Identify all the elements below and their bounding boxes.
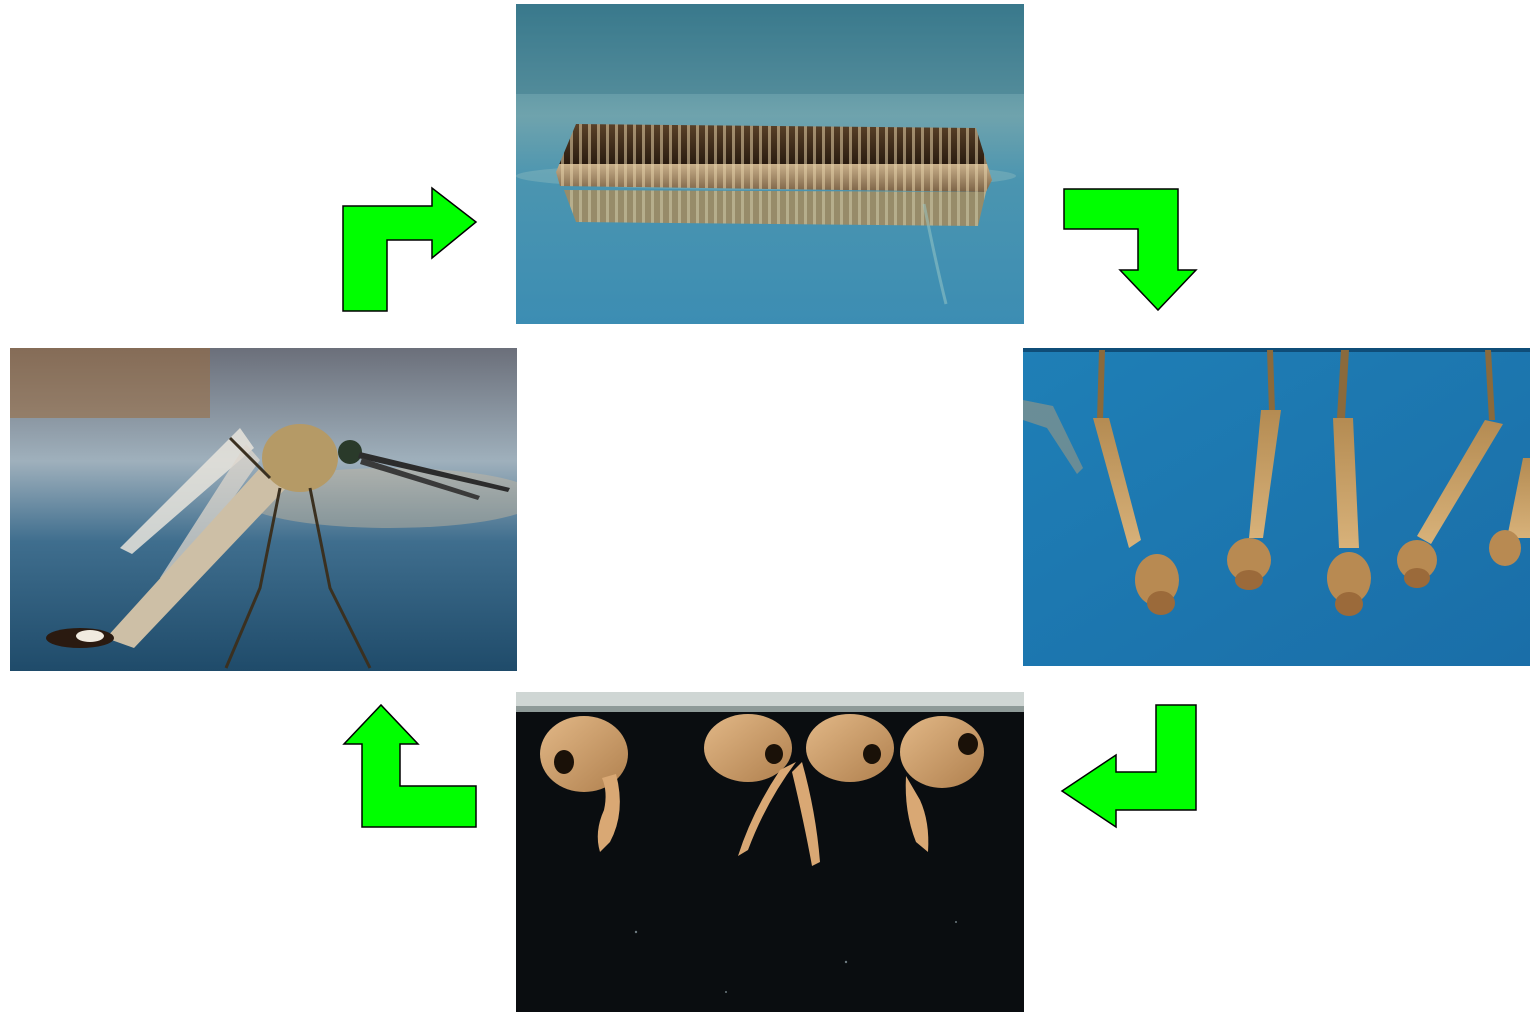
adult-mosquito-photo: [10, 348, 517, 671]
turn-right-arrow-icon: [338, 184, 482, 316]
turn-up-arrow-icon: [338, 700, 482, 832]
pupae-photo: [516, 692, 1024, 1012]
larvae-photo: [1023, 348, 1530, 666]
turn-left-arrow-icon: [1058, 700, 1202, 832]
egg-raft-photo: [516, 4, 1024, 324]
turn-down-arrow-icon: [1058, 184, 1202, 316]
